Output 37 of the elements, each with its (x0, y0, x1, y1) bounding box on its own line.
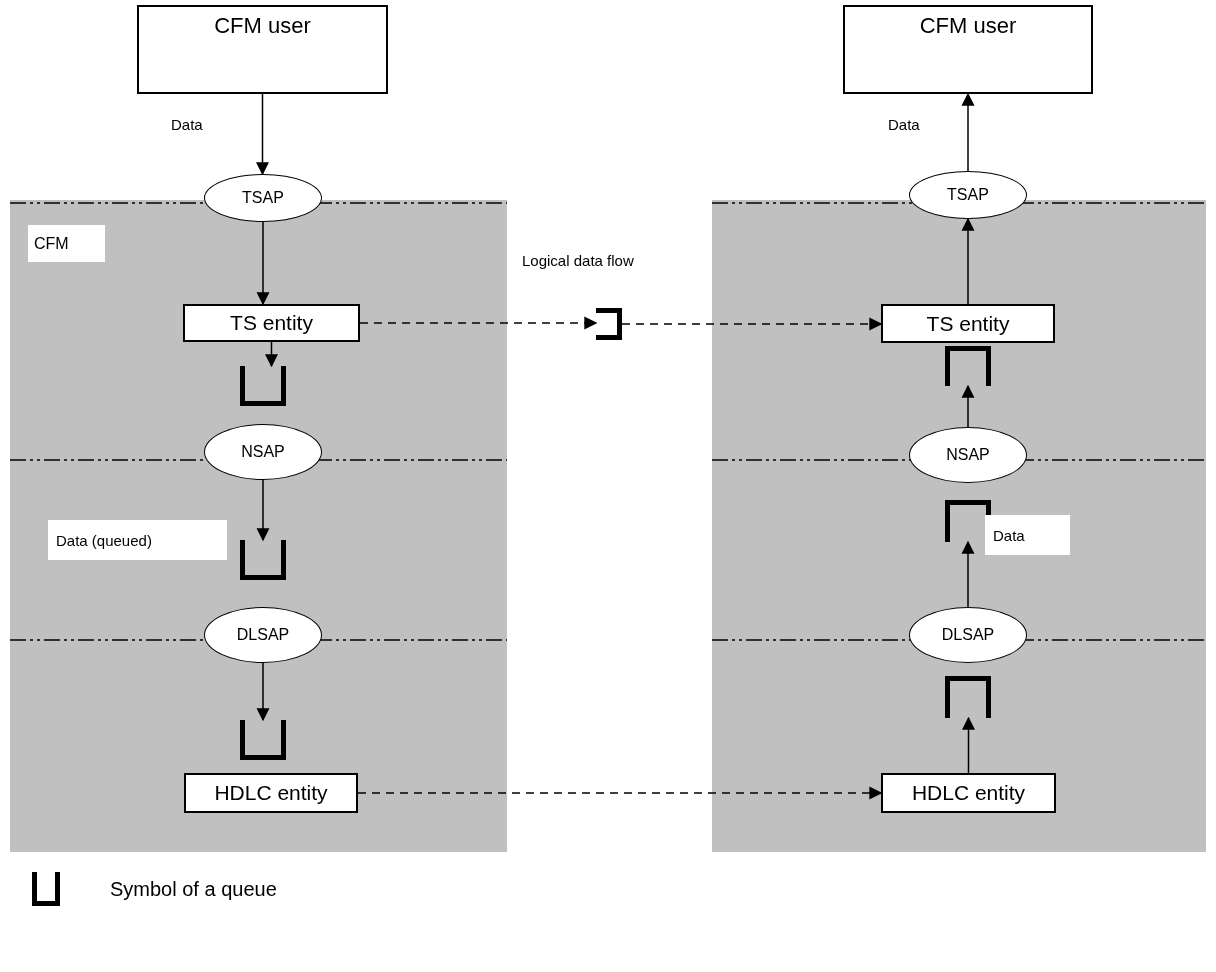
node-text: HDLC entity (214, 781, 328, 805)
node-text: TS entity (926, 311, 1010, 336)
legend-text: Symbol of a queue (110, 877, 277, 901)
node-text: NSAP (946, 446, 990, 464)
edge-label: Data (985, 515, 1070, 555)
arrow (962, 716, 975, 774)
node-text: TSAP (947, 186, 989, 204)
entity-box (184, 773, 358, 813)
node-text: TSAP (242, 189, 284, 207)
entity-box (881, 304, 1055, 343)
node-text: CFM user (919, 13, 1017, 40)
flow-label: Logical data flow (522, 252, 634, 269)
arrow (357, 786, 883, 800)
entity-box (183, 304, 360, 342)
arrow (961, 540, 975, 608)
arrow (256, 662, 270, 722)
arrow (961, 217, 975, 305)
arrow (621, 317, 883, 331)
arrow (265, 341, 278, 368)
node-text: CFM user (214, 13, 311, 40)
arrow (961, 384, 975, 428)
node-text: DLSAP (941, 626, 995, 644)
node-text: NSAP (241, 443, 285, 461)
arrow (961, 92, 975, 172)
panel-label: CFM (28, 225, 105, 262)
node-text: TS entity (230, 311, 313, 335)
arrow (256, 221, 270, 306)
node-text: HDLC entity (911, 781, 1026, 805)
entity-box (881, 773, 1056, 813)
node-text: DLSAP (236, 626, 290, 644)
arrow (359, 316, 598, 330)
user-box (137, 5, 388, 94)
layer-panel (712, 200, 1206, 852)
user-box (843, 5, 1093, 94)
arrow (256, 93, 269, 176)
flow-label: Data (queued) (48, 520, 227, 560)
arrow (256, 479, 270, 542)
